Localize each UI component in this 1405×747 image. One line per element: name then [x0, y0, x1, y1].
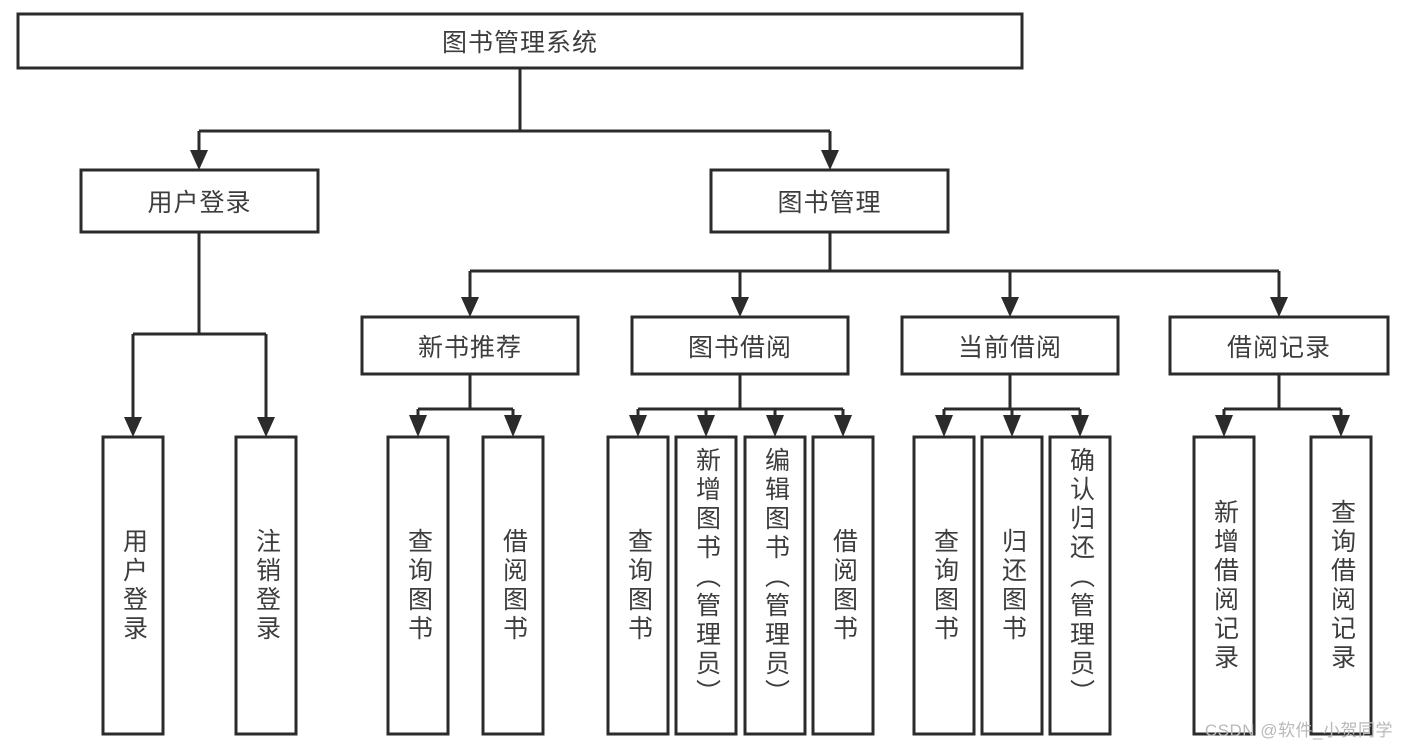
node-box-leaf-user-login-2[interactable]	[234, 435, 298, 736]
node-box-borrow-record[interactable]	[1168, 315, 1390, 376]
connector-group-newbook	[409, 374, 522, 437]
arrow-head-level3-3	[1001, 297, 1019, 317]
arrow-head-level3-4	[1270, 297, 1288, 317]
node-box-leaf-bookborrow-2[interactable]	[674, 435, 738, 736]
arrow-head-level3-1	[461, 297, 479, 317]
node-box-user-login[interactable]	[79, 168, 320, 234]
node-box-leaf-bookborrow-4[interactable]	[811, 435, 875, 736]
arrow-head-leaf-bookborrow-3	[766, 415, 784, 437]
node-box-leaf-borrowrecord-2[interactable]	[1309, 435, 1373, 736]
connector-group-bookborrow	[629, 374, 852, 437]
arrow-head-leaf-newbook-2	[504, 415, 522, 437]
arrow-head-leaf-user-login-1	[124, 417, 142, 437]
node-box-leaf-bookborrow-1[interactable]	[606, 435, 670, 736]
arrow-head-userlogin	[190, 150, 208, 170]
node-box-book-management[interactable]	[709, 168, 950, 234]
node-box-current-borrow[interactable]	[900, 315, 1120, 376]
connector-group-userlogin	[124, 232, 275, 437]
connector-group-borrowrecord	[1215, 374, 1350, 437]
node-box-leaf-currentborrow-2[interactable]	[980, 435, 1044, 736]
arrow-head-leaf-currentborrow-1	[935, 415, 953, 437]
node-box-leaf-user-login-1[interactable]	[101, 435, 165, 736]
arrow-head-leaf-bookborrow-4	[834, 415, 852, 437]
arrow-head-bookmgmt	[821, 150, 839, 170]
node-box-leaf-newbook-2[interactable]	[481, 435, 545, 736]
arrow-head-leaf-currentborrow-3	[1071, 415, 1089, 437]
arrow-head-leaf-currentborrow-2	[1003, 415, 1021, 437]
node-box-book-borrow[interactable]	[630, 315, 850, 376]
arrow-head-leaf-bookborrow-1	[629, 415, 647, 437]
arrow-head-leaf-bookborrow-2	[697, 415, 715, 437]
node-box-leaf-bookborrow-3[interactable]	[743, 435, 807, 736]
node-box-leaf-currentborrow-3[interactable]	[1048, 435, 1112, 736]
connector-group-currentborrow	[935, 374, 1089, 437]
arrow-head-leaf-borrowrecord-1	[1215, 415, 1233, 437]
watermark-text: CSDN @软件_小贺同学	[1204, 721, 1393, 740]
arrow-head-level3-2	[731, 297, 749, 317]
node-box-new-book-recommend[interactable]	[360, 315, 580, 376]
arrow-head-leaf-user-login-2	[257, 417, 275, 437]
node-box-leaf-currentborrow-1[interactable]	[912, 435, 976, 736]
connector-group-bookmgmt	[461, 232, 1288, 317]
arrow-head-leaf-newbook-1	[409, 415, 427, 437]
connector-group-root	[190, 68, 839, 170]
node-box-root[interactable]	[16, 12, 1024, 70]
node-box-leaf-newbook-1[interactable]	[386, 435, 450, 736]
node-box-leaf-borrowrecord-1[interactable]	[1192, 435, 1256, 736]
arrow-head-leaf-borrowrecord-2	[1332, 415, 1350, 437]
